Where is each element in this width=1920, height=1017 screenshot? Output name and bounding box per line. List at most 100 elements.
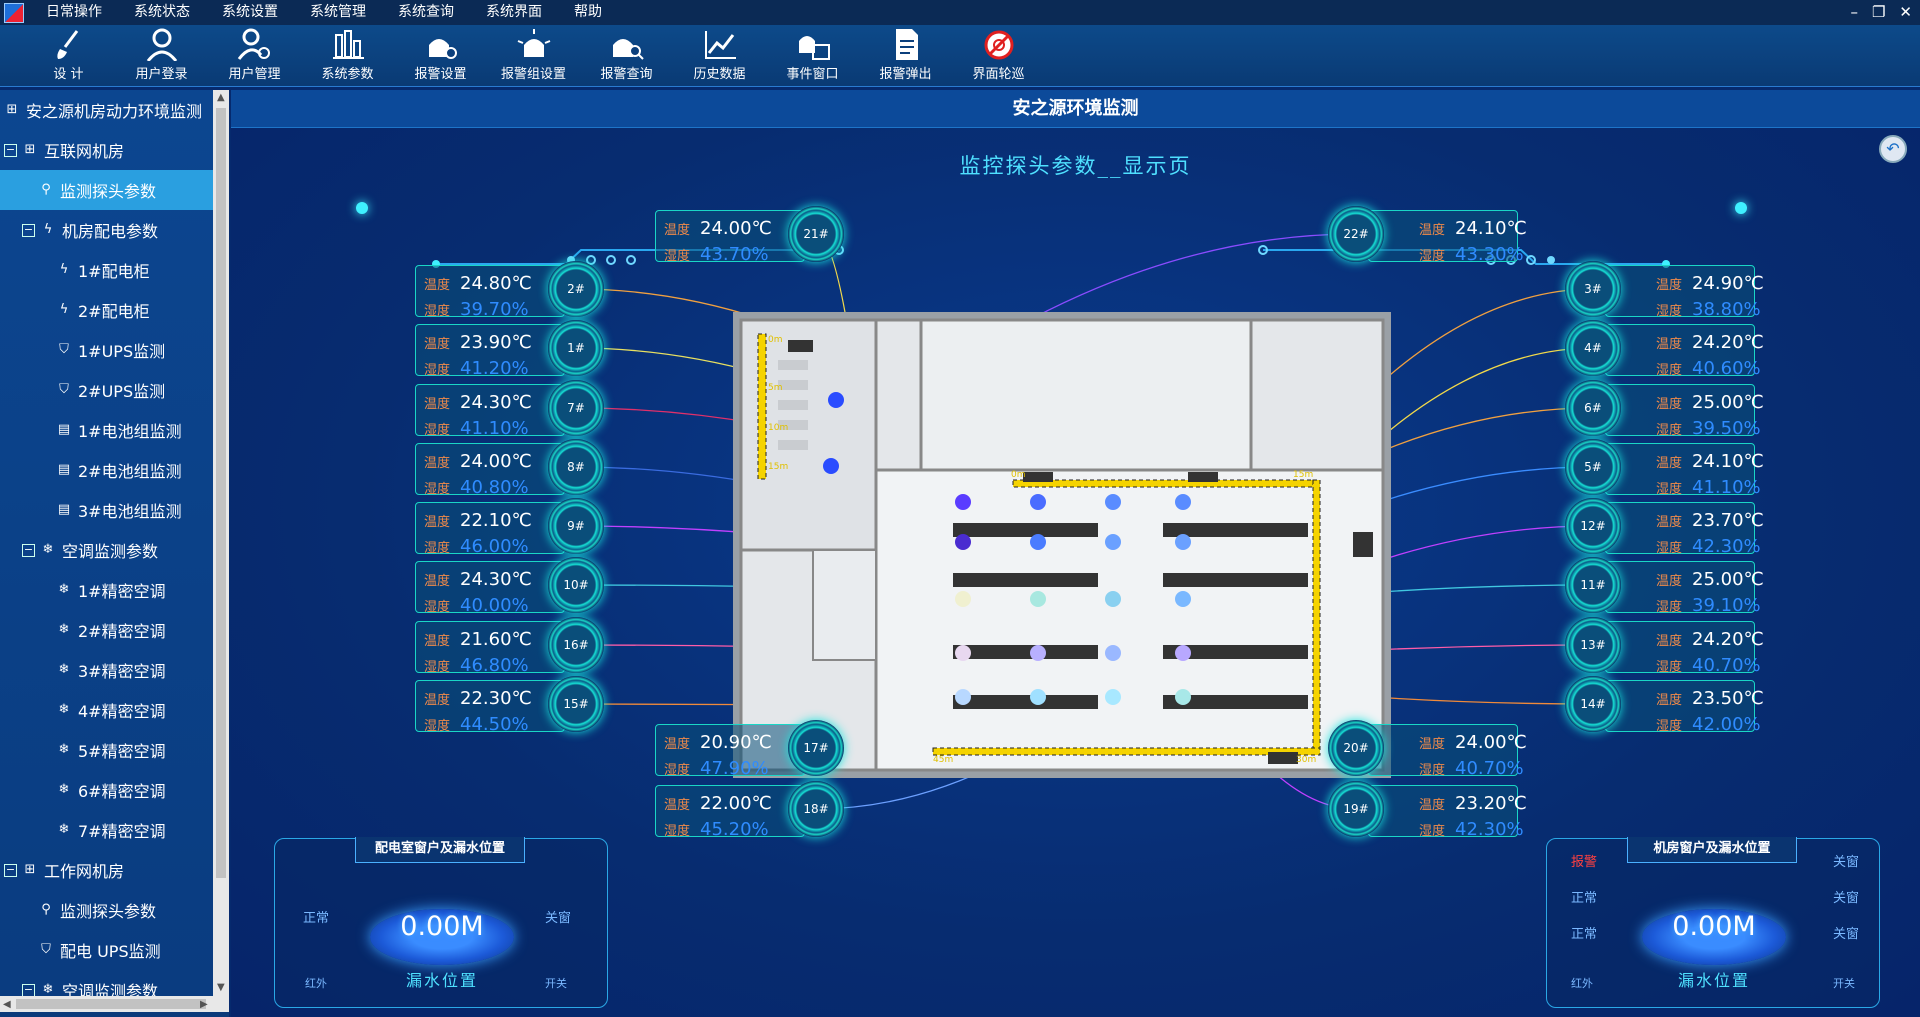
toolbar-button-5[interactable]: 报警组设置 [487,24,580,86]
sensor-badge[interactable]: 15# [548,676,604,732]
collapse-toggle-icon[interactable]: − [22,542,35,557]
back-button[interactable]: ↶ [1879,135,1907,163]
tree-item[interactable]: ❄6#精密空调 [0,770,213,810]
probe-dot[interactable] [1030,534,1046,550]
probe-dot[interactable] [1105,689,1121,705]
probe-dot[interactable] [1175,494,1191,510]
sensor-badge[interactable]: 18# [788,781,844,837]
probe-dot[interactable] [955,534,971,550]
probe-dot[interactable] [823,458,839,474]
probe-dot[interactable] [1030,494,1046,510]
sensor-badge[interactable]: 5# [1565,439,1621,495]
sensor-badge[interactable]: 8# [548,439,604,495]
probe-dot[interactable] [955,689,971,705]
tree-item[interactable]: −❄空调监测参数 [0,530,213,570]
menu-settings[interactable]: 系统设置 [222,4,278,20]
tree-item[interactable]: ▤3#电池组监测 [0,490,213,530]
probe-dot[interactable] [1175,689,1191,705]
probe-dot[interactable] [955,591,971,607]
sensor-badge[interactable]: 2# [548,261,604,317]
probe-dot[interactable] [955,645,971,661]
toolbar-button-9[interactable]: 报警弹出 [859,24,952,86]
menu-help[interactable]: 帮助 [574,4,602,20]
tree-item[interactable]: ❄7#精密空调 [0,810,213,850]
tree-item[interactable]: −❄空调监测参数 [0,970,213,996]
tree-item[interactable]: ❄1#精密空调 [0,570,213,610]
tree-item[interactable]: −⊞工作网机房 [0,850,213,890]
close-button[interactable]: ✕ [1899,3,1912,21]
tree-item[interactable]: ⊞安之源机房动力环境监测 [0,90,213,130]
tree-item[interactable]: ▤2#电池组监测 [0,450,213,490]
sensor-badge[interactable]: 12# [1565,498,1621,554]
probe-dot[interactable] [1105,494,1121,510]
tree-item[interactable]: ⛉2#UPS监测 [0,370,213,410]
sensor-badge[interactable]: 13# [1565,617,1621,673]
horizontal-scroll-thumb[interactable] [16,999,206,1009]
probe-dot[interactable] [1030,591,1046,607]
sensor-badge[interactable]: 17# [788,720,844,776]
menu-manage[interactable]: 系统管理 [310,4,366,20]
toolbar-button-1[interactable]: 用户登录 [115,24,208,86]
probe-dot[interactable] [1175,645,1191,661]
probe-dot[interactable] [1175,591,1191,607]
probe-dot[interactable] [1105,591,1121,607]
sensor-badge[interactable]: 1# [548,320,604,376]
sensor-badge[interactable]: 22# [1328,206,1384,262]
sensor-badge[interactable]: 9# [548,498,604,554]
menu-daily[interactable]: 日常操作 [46,4,102,20]
collapse-toggle-icon[interactable]: − [4,862,17,877]
tree-item[interactable]: −⊞互联网机房 [0,130,213,170]
probe-dot[interactable] [1105,645,1121,661]
toolbar-button-4[interactable]: 报警设置 [394,24,487,86]
toolbar-button-0[interactable]: 设 计 [22,24,115,86]
tree-item[interactable]: ❄5#精密空调 [0,730,213,770]
sensor-badge[interactable]: 14# [1565,676,1621,732]
sensor-badge[interactable]: 10# [548,557,604,613]
probe-dot[interactable] [1105,534,1121,550]
toolbar-button-2[interactable]: 用户管理 [208,24,301,86]
menu-query[interactable]: 系统查询 [398,4,454,20]
probe-dot[interactable] [1175,534,1191,550]
probe-dot[interactable] [1030,689,1046,705]
sensor-badge[interactable]: 20# [1328,720,1384,776]
menu-status[interactable]: 系统状态 [134,4,190,20]
toolbar-button-8[interactable]: 事件窗口 [766,24,859,86]
collapse-toggle-icon[interactable]: − [22,222,35,237]
sensor-badge[interactable]: 3# [1565,261,1621,317]
toolbar-button-7[interactable]: 历史数据 [673,24,766,86]
collapse-toggle-icon[interactable]: − [4,142,17,157]
tree-item[interactable]: ❄3#精密空调 [0,650,213,690]
scroll-down-icon[interactable]: ▼ [217,982,225,993]
restore-button[interactable]: ❐ [1871,3,1886,21]
probe-dot[interactable] [828,392,844,408]
sensor-badge[interactable]: 7# [548,380,604,436]
menu-interface[interactable]: 系统界面 [486,4,542,20]
sensor-badge[interactable]: 6# [1565,380,1621,436]
probe-dot[interactable] [955,494,971,510]
tree-item[interactable]: ⚲监测探头参数 [0,890,213,930]
